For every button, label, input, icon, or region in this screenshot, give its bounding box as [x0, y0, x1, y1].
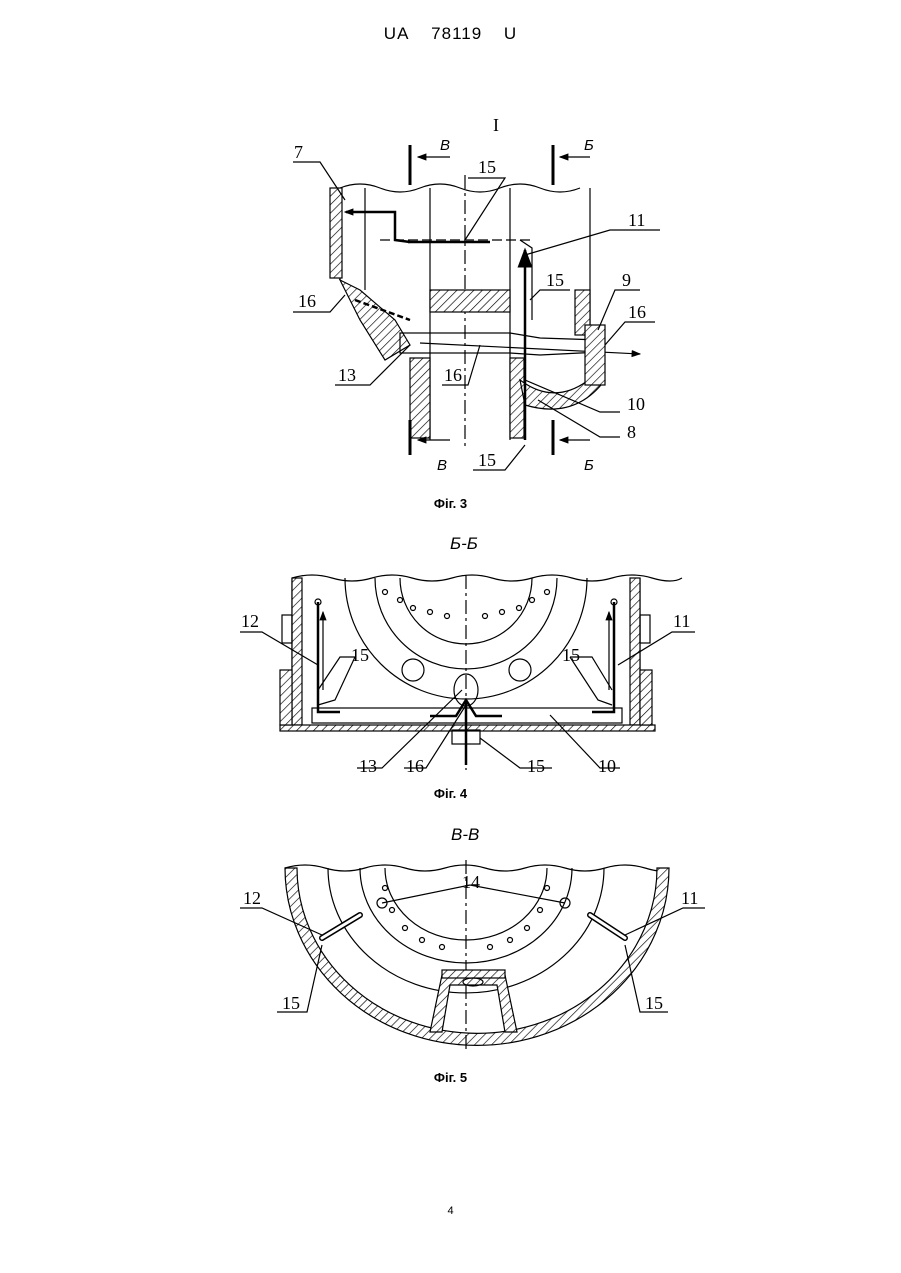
detail-label: I: [493, 115, 499, 135]
fig5-label-15a: 15: [282, 993, 300, 1013]
fig3-label-16c: 16: [444, 365, 462, 385]
figure-3: I В В Б: [293, 115, 660, 474]
figure-4: 12 15 15 11 13 16 15 10: [240, 575, 695, 776]
fig3-label-10: 10: [627, 394, 645, 414]
fig3-label-16a: 16: [628, 302, 646, 322]
fig3-label-9: 9: [622, 270, 631, 290]
fig5-label-12: 12: [243, 888, 261, 908]
fig4-caption: Фіг. 4: [0, 786, 901, 801]
fig5-label-11: 11: [681, 888, 698, 908]
fig3-label-15c: 15: [478, 450, 496, 470]
fig3-label-7: 7: [294, 142, 303, 162]
fig3-label-16b: 16: [298, 291, 316, 311]
fig3-label-11: 11: [628, 210, 645, 230]
fig4-label-10: 10: [598, 756, 616, 776]
fig4-label-15c: 15: [527, 756, 545, 776]
section-mark-v-top: В: [440, 137, 450, 154]
fig3-caption: Фіг. 3: [0, 496, 901, 511]
fig4-label-15a: 15: [351, 645, 369, 665]
fig4-label-16: 16: [406, 756, 424, 776]
fig4-section-title: Б-Б: [450, 534, 478, 554]
fig4-label-15b: 15: [562, 645, 580, 665]
fig5-label-15b: 15: [645, 993, 663, 1013]
fig3-label-8: 8: [627, 422, 636, 442]
fig4-label-13: 13: [359, 756, 377, 776]
fig4-label-12: 12: [241, 611, 259, 631]
figure-5: 14 12 11 15 15: [240, 860, 705, 1050]
section-mark-v-bottom: В: [437, 457, 447, 474]
section-mark-b-top-label: Б: [584, 137, 594, 154]
fig3-label-13: 13: [338, 365, 356, 385]
fig3-label-15b: 15: [546, 270, 564, 290]
section-mark-b-bottom: Б: [584, 457, 594, 474]
fig5-section-title: В-В: [451, 825, 479, 845]
fig4-label-11: 11: [673, 611, 690, 631]
page-number: 4: [0, 1205, 901, 1217]
fig5-label-14: 14: [462, 872, 480, 892]
fig3-label-15a: 15: [478, 157, 496, 177]
fig5-caption: Фіг. 5: [0, 1070, 901, 1085]
